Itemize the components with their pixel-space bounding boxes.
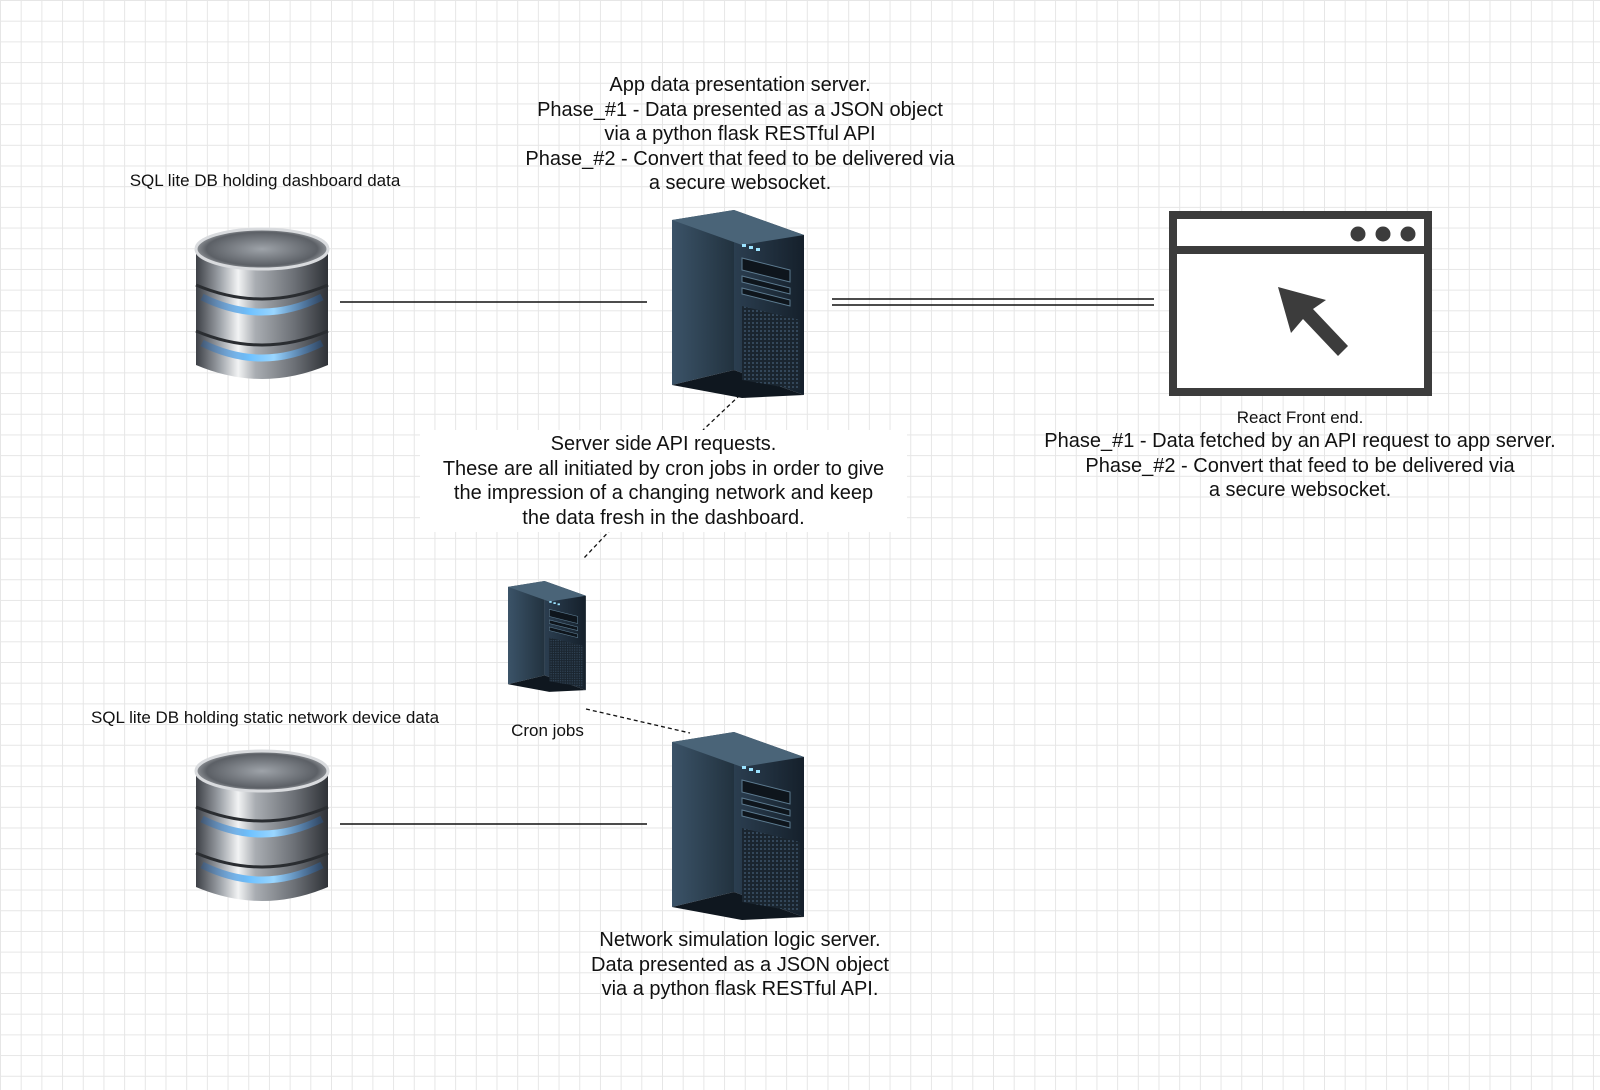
- api-requests-line-4: the data fresh in the dashboard.: [522, 506, 805, 529]
- db-static-label: SQL lite DB holding static network devic…: [65, 707, 465, 729]
- browser-window-cursor-icon: [1169, 211, 1432, 396]
- app-server-label-line-3: via a python flask RESTful API: [604, 123, 876, 145]
- database-icon: [196, 229, 328, 379]
- cron-label-text: Cron jobs: [511, 721, 584, 740]
- api-requests-label: Server side API requests. These are all …: [420, 430, 907, 532]
- network-server-line-3: via a python flask RESTful API.: [601, 978, 879, 1000]
- server-tower-icon: [671, 731, 805, 921]
- db-static-label-text: SQL lite DB holding static network devic…: [90, 708, 440, 727]
- server-tower-icon: [671, 209, 805, 399]
- app-server-label-line-5: a secure websocket.: [648, 172, 832, 194]
- network-server-line-2: Data presented as a JSON object: [591, 953, 889, 976]
- connector-app-server-to-api-note: [702, 394, 741, 431]
- db-dashboard-label-text: SQL lite DB holding dashboard data: [129, 171, 401, 190]
- react-desc-line-1: Phase_#1 - Data fetched by an API reques…: [1044, 430, 1556, 452]
- react-title-text: React Front end.: [1236, 408, 1364, 427]
- react-desc-line-3: a secure websocket.: [1208, 479, 1392, 501]
- app-server-label-line-4: Phase_#2 - Convert that feed to be deliv…: [525, 147, 955, 170]
- db-dashboard-label: SQL lite DB holding dashboard data: [100, 170, 430, 192]
- app-server-label-line-1: App data presentation server.: [609, 74, 871, 96]
- network-server-label: Network simulation logic server. Data pr…: [560, 928, 920, 1002]
- app-server-label: App data presentation server. Phase_#1 -…: [500, 73, 980, 196]
- cron-label: Cron jobs: [490, 720, 605, 742]
- react-title-label: React Front end.: [1200, 407, 1400, 429]
- database-icon: [196, 751, 328, 901]
- connector-cron-to-network-server: [585, 708, 691, 734]
- api-requests-line-1: Server side API requests.: [550, 433, 777, 455]
- network-server-line-1: Network simulation logic server.: [599, 929, 881, 951]
- server-tower-icon: [507, 580, 587, 693]
- app-server-label-line-2: Phase_#1 - Data presented as a JSON obje…: [537, 98, 943, 121]
- cursor-arrow-icon: [1278, 287, 1348, 356]
- react-desc-line-2: Phase_#2 - Convert that feed to be deliv…: [1085, 454, 1515, 477]
- react-desc-label: Phase_#1 - Data fetched by an API reques…: [1020, 429, 1580, 503]
- api-requests-line-2: These are all initiated by cron jobs in …: [442, 457, 885, 480]
- api-requests-line-3: the impression of a changing network and…: [453, 482, 874, 504]
